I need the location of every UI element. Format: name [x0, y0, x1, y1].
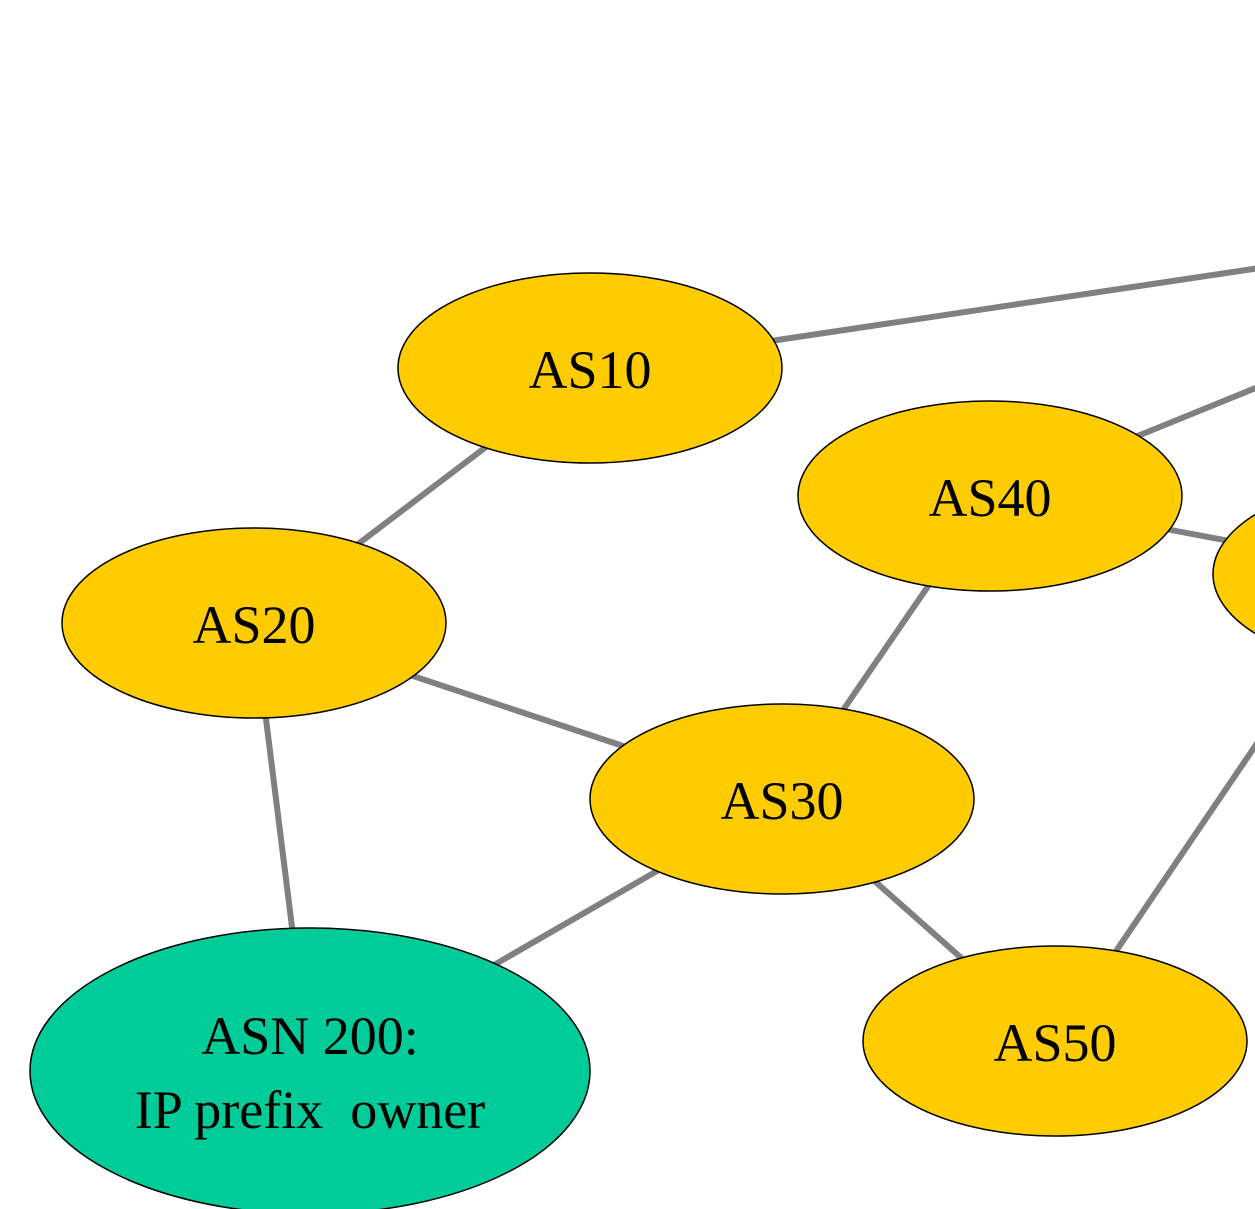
node-as10: AS10 [397, 272, 783, 464]
node-label-asn200: IP prefix owner [135, 1080, 485, 1140]
node-label-asn200: ASN 200: [201, 1006, 419, 1066]
node-label-as20: AS20 [192, 595, 315, 655]
node-shape-as40 [797, 400, 1183, 592]
node-label-as30: AS30 [720, 771, 843, 831]
node-asn200: ASN 200: IP prefix owner [29, 927, 591, 1209]
node-as50: AS50 [862, 945, 1248, 1137]
node-as20: AS20 [61, 527, 447, 719]
node-as30: AS30 [589, 703, 975, 895]
node-shape-as10 [397, 272, 783, 464]
node-shape-as50 [862, 945, 1248, 1137]
node-shape-as30 [589, 703, 975, 895]
node-shape-asn200 [29, 927, 591, 1209]
node-label-as10: AS10 [528, 340, 651, 400]
node-shape-offscreen-right [1212, 513, 1255, 635]
node-label-as40: AS40 [928, 468, 1051, 528]
node-shape-as20 [61, 527, 447, 719]
node-offscreen-right [1212, 513, 1255, 635]
node-label-as50: AS50 [993, 1013, 1116, 1073]
node-as40: AS40 [797, 400, 1183, 592]
